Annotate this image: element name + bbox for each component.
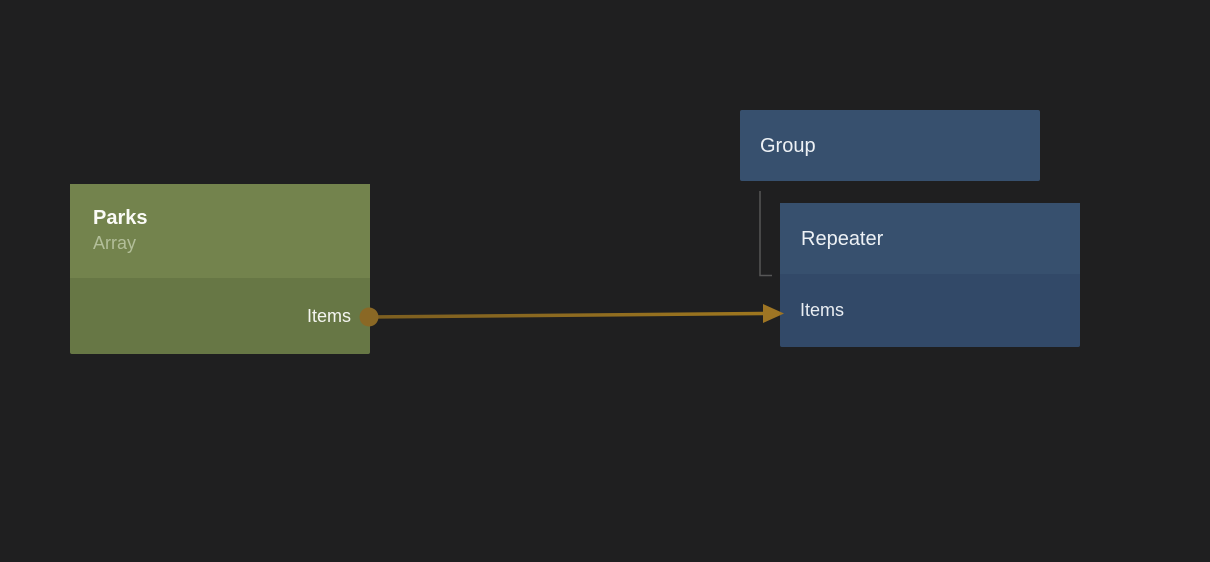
port-parks-items-label: Items	[306, 305, 351, 326]
port-repeater-items-input[interactable]: Items	[780, 274, 1080, 347]
node-parks[interactable]: Parks Array Items	[70, 184, 370, 354]
port-repeater-items-label: Items	[800, 300, 845, 320]
node-parks-header: Parks Array	[70, 184, 370, 278]
node-group-header: Group	[740, 110, 1040, 181]
hierarchy-line-group-repeater	[759, 191, 772, 277]
node-repeater[interactable]: Repeater Items	[780, 203, 1080, 347]
connection-wire-parks-repeater[interactable]	[369, 311, 767, 319]
node-parks-title: Parks	[93, 207, 148, 229]
node-group-title: Group	[760, 134, 816, 157]
node-group[interactable]: Group	[740, 110, 1040, 181]
node-repeater-title: Repeater	[801, 227, 884, 250]
port-parks-items-output[interactable]: Items	[70, 278, 370, 354]
node-parks-subtitle: Array	[93, 233, 137, 253]
node-repeater-header: Repeater	[780, 203, 1080, 274]
connection-output-dot[interactable]	[359, 307, 379, 327]
